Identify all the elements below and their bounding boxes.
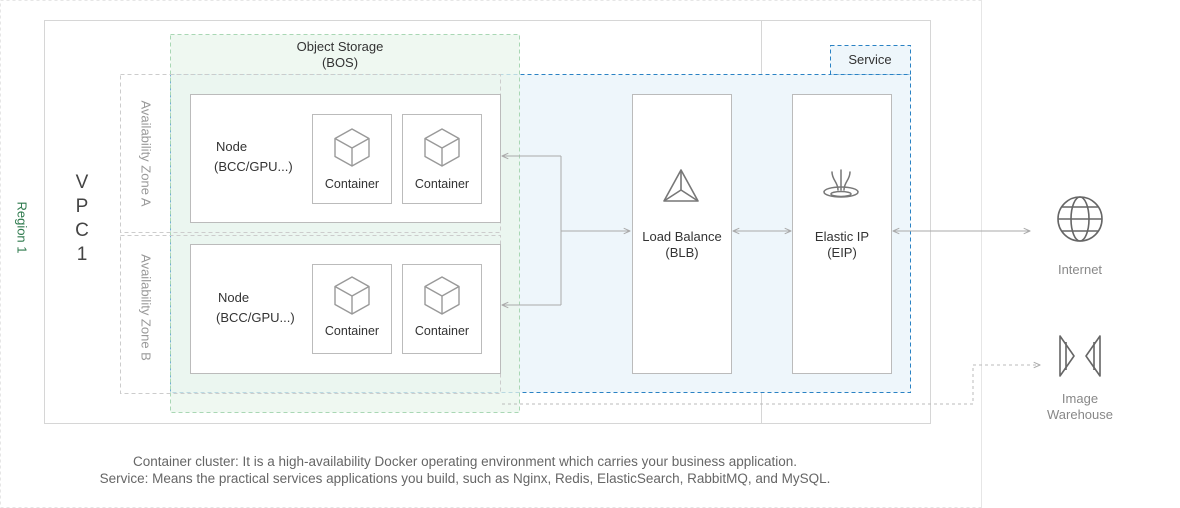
- caption-container-cluster: Container cluster: It is a high-availabi…: [132, 454, 798, 469]
- internet-label: Internet: [1057, 262, 1103, 277]
- cube-icon: [424, 276, 460, 315]
- elastic-ip-label: Elastic IP (EIP): [792, 229, 892, 261]
- cube-icon: [424, 128, 460, 167]
- node-title: Node: [218, 290, 250, 305]
- vpc-label: V P C 1: [72, 171, 92, 267]
- globe-icon: [1057, 196, 1103, 242]
- cube-icon: [334, 128, 370, 167]
- vpc-label-char: V: [75, 172, 89, 193]
- load-balancer-title: Load Balance: [642, 229, 722, 244]
- region-label: Region 1: [14, 201, 30, 254]
- elastic-ip-title: Elastic IP: [814, 229, 870, 244]
- elastic-ip-icon: [823, 169, 859, 198]
- image-warehouse-title: Image: [1061, 391, 1099, 406]
- container-label: Container: [324, 177, 380, 191]
- load-balancer-icon: [663, 169, 699, 202]
- load-balancer-label: Load Balance (BLB): [632, 229, 732, 261]
- availability-zone-a-label: Availability Zone A: [138, 100, 154, 207]
- container-label: Container: [414, 177, 470, 191]
- elastic-ip-subtitle: (EIP): [827, 245, 857, 260]
- node-b-label: Node (BCC/GPU...): [216, 288, 295, 328]
- node-a-label: Node (BCC/GPU...): [214, 137, 293, 177]
- caption-service: Service: Means the practical services ap…: [99, 471, 831, 486]
- image-warehouse-label: Image Warehouse: [1030, 391, 1130, 423]
- node-title: Node: [216, 139, 248, 154]
- object-storage-label: Object Storage (BOS): [260, 39, 420, 71]
- load-balancer-box: [632, 94, 732, 374]
- object-storage-subtitle: (BOS): [321, 55, 359, 70]
- service-tab: [830, 45, 911, 75]
- image-warehouse-icon: [1059, 335, 1101, 377]
- image-warehouse-subtitle: Warehouse: [1047, 407, 1113, 422]
- service-label: Service: [848, 52, 892, 67]
- object-storage-title: Object Storage: [296, 39, 384, 54]
- cube-icon: [334, 276, 370, 315]
- vpc-label-char: 1: [76, 244, 88, 265]
- vpc-label-char: P: [75, 196, 89, 217]
- node-type: (BCC/GPU...): [216, 310, 295, 325]
- availability-zone-b-label: Availability Zone B: [138, 254, 154, 361]
- elastic-ip-box: [792, 94, 892, 374]
- container-label: Container: [324, 324, 380, 338]
- container-label: Container: [414, 324, 470, 338]
- node-type: (BCC/GPU...): [214, 159, 293, 174]
- vpc-label-char: C: [75, 220, 89, 241]
- connector-cluster-warehouse: [502, 365, 1040, 405]
- load-balancer-subtitle: (BLB): [665, 245, 699, 260]
